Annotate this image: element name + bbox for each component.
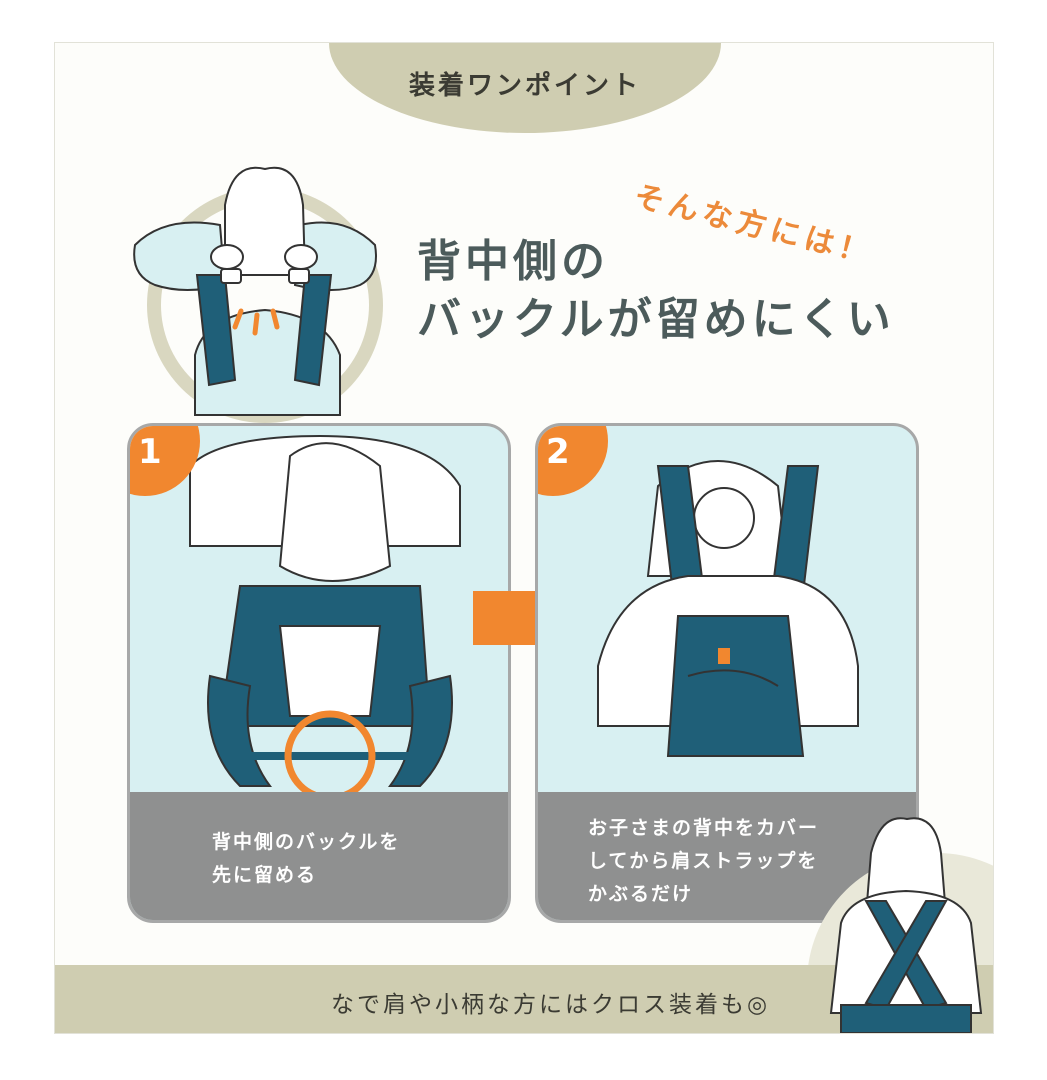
step-1-caption-line-2: 先に留める bbox=[212, 864, 318, 886]
step-2-badge: 2 bbox=[538, 426, 608, 496]
headline: 背中側の バックルが留めにくい bbox=[417, 233, 895, 349]
step-1-number: 1 bbox=[138, 432, 162, 472]
buckle-highlight-icon bbox=[284, 710, 376, 792]
woman-fastening-buckle-illustration bbox=[133, 166, 383, 423]
step-1-caption: 背中側のバックルを 先に留める bbox=[130, 792, 508, 920]
infographic-frame: 装着ワンポイント そんな方には！ 背中側の バックルが留めにくい bbox=[54, 42, 994, 1034]
headline-line-2: バックルが留めにくい bbox=[417, 294, 895, 345]
headline-line-1: 背中側の bbox=[417, 236, 609, 287]
cross-carry-illustration bbox=[829, 817, 983, 1033]
step-2-caption-line-3: かぶるだけ bbox=[588, 883, 694, 905]
step-1-card: 1 背中側のバックルを 先に留める bbox=[127, 423, 511, 923]
step-1-caption-line-1: 背中側のバックルを bbox=[212, 831, 401, 853]
header-label: 装着ワンポイント bbox=[408, 71, 641, 101]
step-2-number: 2 bbox=[546, 432, 570, 472]
step-2-caption-line-1: お子さまの背中をカバー bbox=[588, 817, 820, 839]
footer-note: なで肩や小柄な方にはクロス装着も◎ bbox=[331, 992, 771, 1018]
step-2-illustration bbox=[597, 460, 859, 757]
step-2-card: 2 お子さまの背中をカバー してから肩ストラップを かぶるだけ bbox=[535, 423, 919, 923]
step-2-caption-line-2: してから肩ストラップを bbox=[588, 850, 819, 872]
step-1-illustration bbox=[189, 434, 461, 792]
